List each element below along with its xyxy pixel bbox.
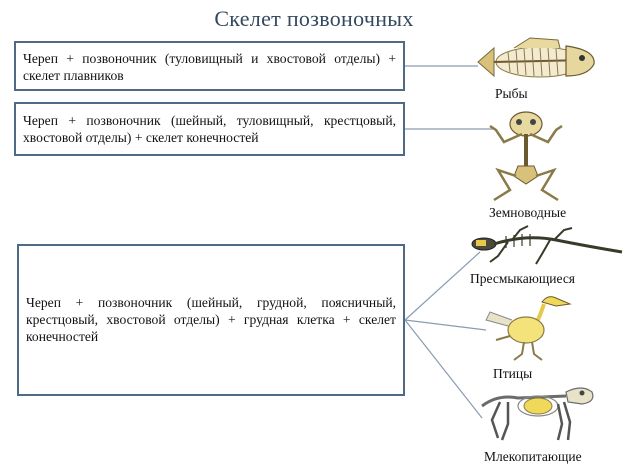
amphibians-label: Земноводные — [489, 205, 567, 220]
connector-bird — [404, 319, 487, 331]
fish-skeleton-image — [477, 37, 595, 78]
terrestrial-skeleton-box: Череп + позвоночник (шейный, грудной, по… — [17, 244, 405, 396]
mammals-label: Млекопитающие — [484, 449, 582, 464]
frog-skeleton-image — [489, 111, 563, 202]
terrestrial-skeleton-text: Череп + позвоночник (шейный, грудной, по… — [26, 295, 396, 344]
amphibian-skeleton-box: Череп + позвоночник (шейный, туловищный,… — [14, 102, 405, 156]
bird-skeleton-image — [485, 296, 572, 361]
birds-label: Птицы — [493, 366, 533, 381]
connector-reptile — [404, 251, 481, 321]
fish-label: Рыбы — [495, 86, 528, 101]
fish-skeleton-text: Череп + позвоночник (туловищный и хвосто… — [23, 51, 396, 83]
amphibian-skeleton-text: Череп + позвоночник (шейный, туловищный,… — [23, 113, 396, 145]
reptiles-label: Пресмыкающиеся — [470, 271, 576, 286]
lizard-skeleton-image — [471, 225, 623, 265]
fish-skeleton-box: Череп + позвоночник (туловищный и хвосто… — [14, 41, 405, 91]
diagram-title: Скелет позвоночных — [214, 6, 414, 31]
connector-mammal — [404, 319, 483, 419]
mammal-skeleton-image — [481, 387, 594, 441]
